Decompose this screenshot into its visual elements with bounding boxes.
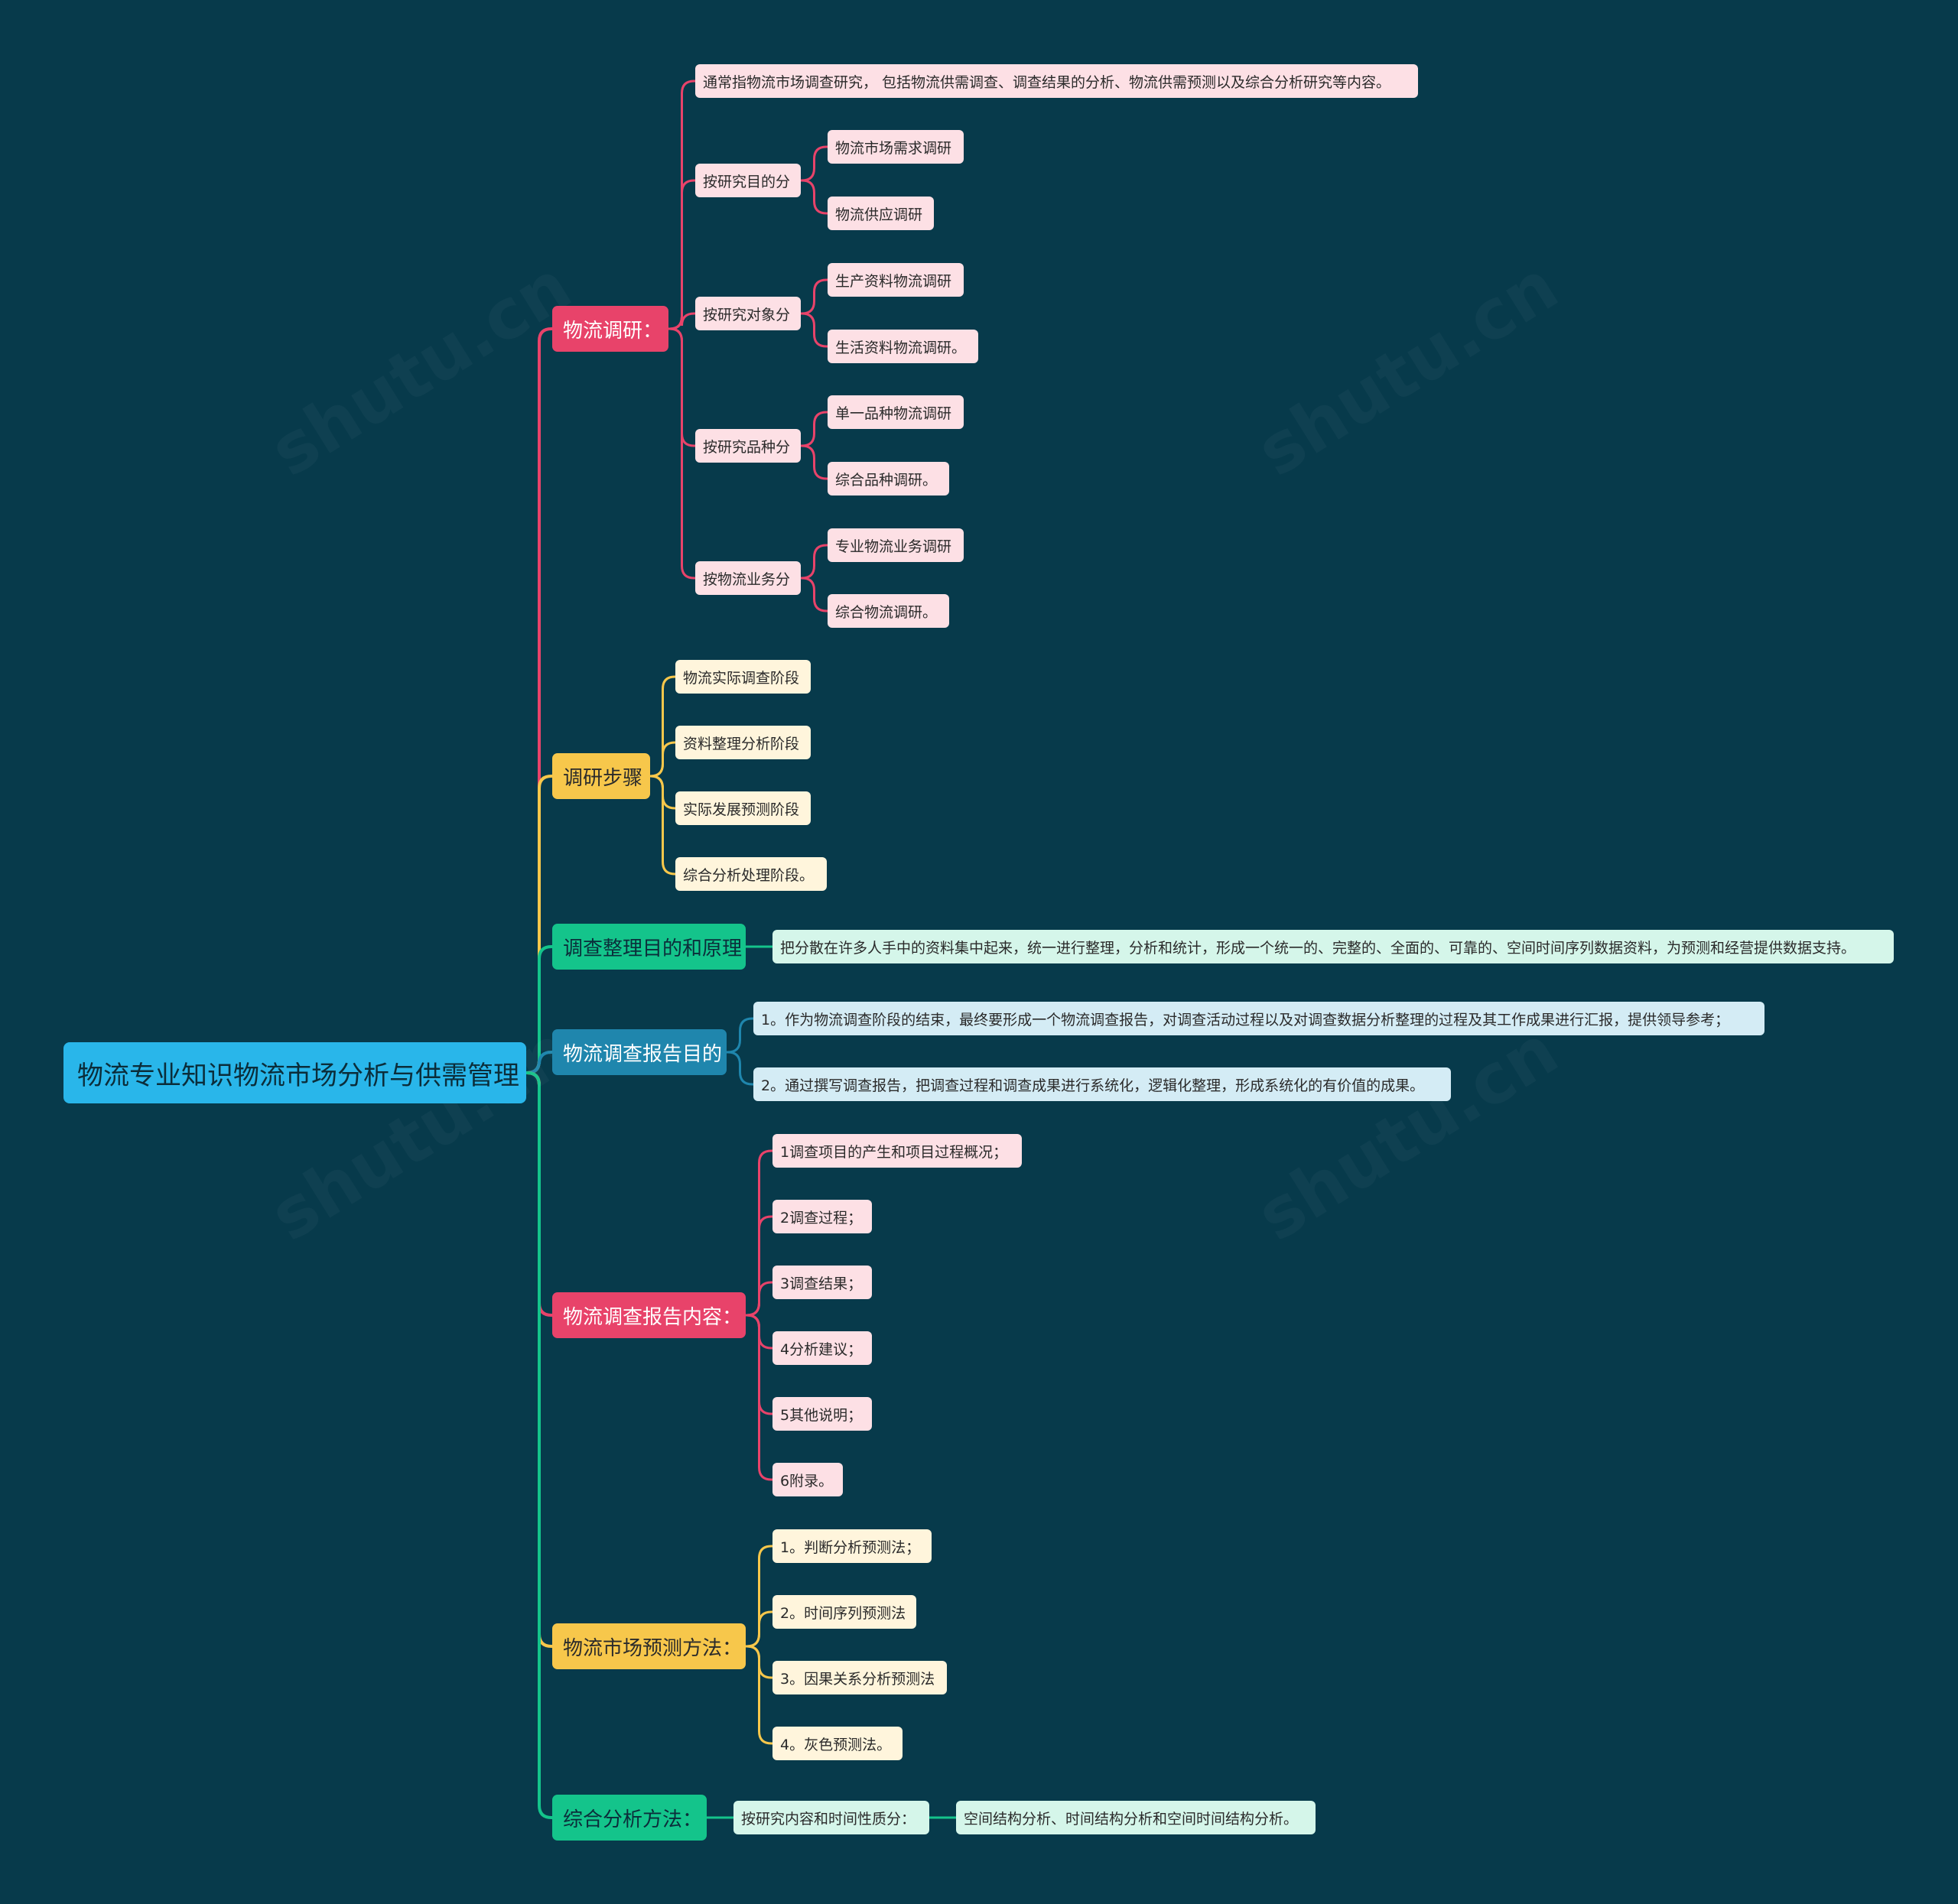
connector-subtopic-detail	[799, 544, 829, 580]
subtopic[interactable]: 6附录。	[772, 1463, 843, 1496]
connector-branch-subtopic	[667, 327, 697, 580]
connector-subtopic-detail	[799, 179, 829, 215]
subtopic[interactable]: 按研究目的分	[695, 164, 801, 197]
subtopic[interactable]: 3。因果关系分析预测法	[772, 1661, 947, 1694]
subtopic[interactable]: 2。通过撰写调查报告，把调查过程和调查成果进行系统化，逻辑化整理，形成系统化的有…	[753, 1067, 1451, 1101]
connector-root-branch	[525, 1071, 554, 1819]
subtopic[interactable]: 5其他说明；	[772, 1397, 872, 1431]
subtopic[interactable]: 1调查项目的产生和项目过程概况；	[772, 1134, 1022, 1168]
connector-subtopic-detail	[799, 411, 829, 447]
branch-topic[interactable]: 物流市场预测方法：	[552, 1623, 746, 1669]
subtopic[interactable]: 按物流业务分	[695, 561, 801, 595]
subtopic[interactable]: 2调查过程；	[772, 1200, 872, 1233]
detail-topic[interactable]: 专业物流业务调研	[828, 528, 964, 562]
subtopic[interactable]: 实际发展预测阶段	[675, 791, 811, 825]
subtopic[interactable]: 物流实际调查阶段	[675, 660, 811, 694]
connector-branch-subtopic	[744, 1610, 774, 1648]
subtopic[interactable]: 通常指物流市场调查研究， 包括物流供需调查、调查结果的分析、物流供需预测以及综合…	[695, 64, 1418, 98]
subtopic[interactable]: 按研究内容和时间性质分：	[733, 1801, 929, 1834]
connector-subtopic-detail	[799, 145, 829, 182]
subtopic[interactable]: 4分析建议；	[772, 1331, 872, 1365]
connector-branch-subtopic	[725, 1017, 755, 1054]
subtopic[interactable]: 1。判断分析预测法；	[772, 1529, 932, 1563]
connector-branch-subtopic	[667, 312, 697, 330]
connector-subtopic-detail	[799, 444, 829, 480]
detail-topic[interactable]: 生产资料物流调研	[828, 263, 964, 297]
detail-topic[interactable]: 综合物流调研。	[828, 594, 949, 628]
connector-subtopic-detail	[799, 278, 829, 315]
subtopic[interactable]: 把分散在许多人手中的资料集中起来，统一进行整理，分析和统计，形成一个统一的、完整…	[772, 930, 1894, 963]
detail-topic[interactable]: 物流市场需求调研	[828, 130, 964, 164]
subtopic[interactable]: 2。时间序列预测法	[772, 1595, 916, 1629]
root-topic[interactable]: 物流专业知识物流市场分析与供需管理	[63, 1042, 526, 1103]
detail-topic[interactable]: 生活资料物流调研。	[828, 330, 978, 363]
connector-branch-subtopic	[649, 741, 677, 778]
connector-branch-subtopic	[667, 179, 697, 330]
subtopic[interactable]: 资料整理分析阶段	[675, 726, 811, 759]
branch-topic[interactable]: 调查整理目的和原理	[552, 924, 746, 970]
detail-topic[interactable]: 单一品种物流调研	[828, 395, 964, 429]
connector-branch-subtopic	[744, 1314, 774, 1481]
branch-topic[interactable]: 物流调查报告内容：	[552, 1292, 746, 1338]
detail-topic[interactable]: 物流供应调研	[828, 197, 934, 230]
subtopic[interactable]: 1。作为物流调查阶段的结束，最终要形成一个物流调查报告，对调查活动过程以及对调查…	[753, 1002, 1764, 1035]
connector-subtopic-detail	[799, 312, 829, 348]
subtopic[interactable]: 按研究对象分	[695, 297, 801, 330]
subtopic[interactable]: 按研究品种分	[695, 429, 801, 463]
connector-subtopic-detail	[799, 577, 829, 612]
branch-topic[interactable]: 综合分析方法：	[552, 1795, 707, 1841]
subtopic[interactable]: 4。灰色预测法。	[772, 1727, 903, 1760]
subtopic[interactable]: 综合分析处理阶段。	[675, 857, 827, 891]
branch-topic[interactable]: 调研步骤	[552, 753, 650, 799]
connector-branch-subtopic	[649, 775, 677, 876]
detail-topic[interactable]: 空间结构分析、时间结构分析和空间时间结构分析。	[956, 1801, 1316, 1834]
detail-topic[interactable]: 综合品种调研。	[828, 462, 949, 495]
connector-branch-subtopic	[725, 1051, 755, 1086]
branch-topic[interactable]: 物流调研：	[552, 306, 668, 352]
connector-branch-subtopic	[744, 1645, 774, 1745]
subtopic[interactable]: 3调查结果；	[772, 1266, 872, 1299]
connector-branch-subtopic	[744, 1281, 774, 1317]
branch-topic[interactable]: 物流调查报告目的	[552, 1029, 727, 1075]
